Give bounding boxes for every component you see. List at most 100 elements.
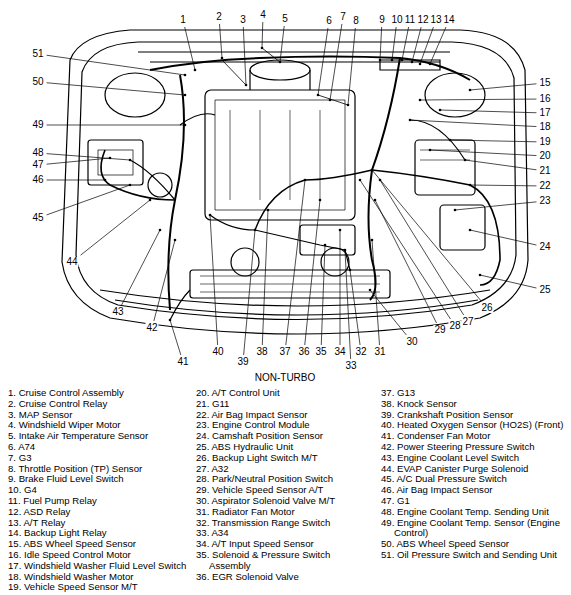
leader-dot [267, 209, 270, 212]
leader-dot [304, 179, 307, 182]
callout-number: 46 [31, 175, 44, 185]
callout-number: 4 [259, 10, 267, 20]
leader-dot [319, 199, 322, 202]
callout-number: 49 [31, 120, 44, 130]
key-entry: 6. A74 [8, 442, 193, 453]
leader-line [348, 28, 355, 105]
key-entry: 37. G13 [381, 388, 567, 399]
leader-dot [401, 59, 404, 62]
callout-number: 50 [31, 77, 44, 87]
leader-line [321, 245, 325, 345]
callout-number: 47 [31, 160, 44, 170]
callout-number: 24 [538, 242, 551, 252]
key-entry: 29. Vehicle Speed Sensor A/T [196, 485, 374, 496]
key-entry: 40. Heated Oxygen Sensor (HO2S) (Front) [381, 420, 567, 431]
key-entry: 51. Oil Pressure Switch and Sending Unit [381, 550, 567, 561]
leader-dot [329, 99, 332, 102]
callout-number: 32 [354, 347, 367, 357]
key-entry: 5. Intake Air Temperature Sensor [8, 431, 193, 442]
leader-dot [159, 229, 162, 232]
callout-number: 30 [405, 337, 418, 347]
leader-line [430, 27, 446, 64]
leader-line [81, 200, 150, 255]
callout-number: 16 [538, 94, 551, 104]
leader-line [47, 154, 130, 160]
leader-dot [464, 159, 467, 162]
key-entry: 15. ABS Wheel Speed Sensor [8, 539, 193, 550]
leader-line [243, 27, 246, 85]
callout-number: 3 [239, 15, 247, 25]
leader-dot [419, 63, 422, 66]
leader-line [47, 55, 185, 75]
caption: NON-TURBO [255, 372, 316, 383]
leader-dot [349, 269, 352, 272]
leader-line [318, 28, 328, 95]
callout-number: 12 [416, 15, 429, 25]
key-entry: 28. Park/Neutral Position Switch [196, 474, 374, 485]
key-column: 20. A/T Control Unit21. G1122. Air Bag I… [196, 388, 374, 582]
leader-dot [184, 74, 187, 77]
key-entry: 50. ABS Wheel Speed Sensor [381, 539, 567, 550]
callout-number: 26 [480, 303, 493, 313]
callout-number: 25 [538, 285, 551, 295]
leader-dot [129, 184, 132, 187]
leader-line [402, 27, 409, 60]
leader-line [410, 120, 536, 127]
leader-dot [371, 239, 374, 242]
leader-dot [359, 179, 362, 182]
leader-dot [419, 99, 422, 102]
leader-dot [109, 157, 112, 160]
key-entry: 47. G1 [381, 496, 567, 507]
leader-line [450, 140, 536, 142]
callout-number: 45 [31, 213, 44, 223]
leader-dot [129, 159, 132, 162]
key-entry: 7. G3 [8, 453, 193, 464]
callout-number: 42 [145, 323, 158, 333]
leader-line [345, 250, 351, 359]
leader-dot [221, 57, 224, 60]
callout-number: 27 [461, 317, 474, 327]
leader-line [47, 158, 110, 164]
leader-line [47, 185, 130, 215]
key-entry: 49. Engine Coolant Temp. Sensor (Engine … [381, 518, 567, 540]
leader-line [392, 27, 396, 60]
leader-line [210, 215, 218, 345]
key-entry: 2. Cruise Control Relay [8, 399, 193, 410]
key-entry: 46. Air Bag Impact Sensor [381, 485, 567, 496]
leader-dot [344, 249, 347, 252]
callout-number: 13 [429, 15, 442, 25]
callout-number: 41 [176, 357, 189, 367]
leader-line [370, 290, 406, 335]
leader-dot [347, 104, 350, 107]
leader-dot [439, 109, 442, 112]
leader-line [465, 160, 536, 170]
key-entry: 18. Windshield Washer Motor [8, 572, 193, 583]
leader-line [420, 27, 433, 64]
key-entry: 21. G11 [196, 399, 374, 410]
callout-number: 22 [538, 181, 551, 191]
leader-line [220, 24, 222, 58]
callout-number: 37 [278, 347, 291, 357]
callout-number: 20 [538, 151, 551, 161]
leader-line [360, 180, 450, 319]
callout-number: 33 [344, 361, 357, 371]
key-entry: 34. A/T Input Speed Sensor [196, 539, 374, 550]
callout-number: 28 [448, 321, 461, 331]
leader-line [380, 27, 382, 60]
callout-number: 6 [325, 16, 333, 26]
key-entry: 9. Brake Fluid Level Switch [8, 474, 193, 485]
leader-lines [0, 0, 571, 380]
callout-number: 1 [179, 15, 187, 25]
callout-number: 38 [255, 347, 268, 357]
key-entry: 22. Air Bag Impact Sensor [196, 410, 374, 421]
leader-line [340, 230, 341, 345]
leader-dot [374, 199, 377, 202]
leader-dot [391, 59, 394, 62]
leader-line [47, 125, 185, 126]
leader-line [372, 170, 481, 301]
callout-number: 5 [281, 14, 289, 24]
key-entry: 43. Engine Coolant Level Switch [381, 453, 567, 464]
leader-dot [261, 47, 264, 50]
callout-number: 18 [538, 122, 551, 132]
leader-dot [279, 61, 282, 64]
